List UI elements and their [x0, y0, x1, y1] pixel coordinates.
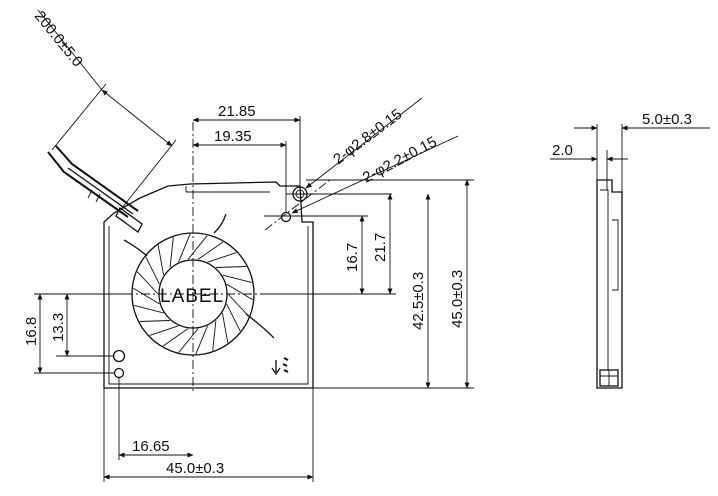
impeller-blade: [133, 304, 164, 314]
dim-21-7-text: 21.7: [372, 233, 389, 262]
impeller-blade: [149, 325, 179, 336]
housing-inner-outline: [108, 226, 309, 385]
side-view: 5.0±0.3 2.0: [550, 111, 710, 389]
dim-16-7: 16.7: [344, 215, 365, 295]
impeller-blade: [226, 303, 241, 332]
housing-top-edge: [185, 186, 270, 193]
dim-45-0-horizontal-text: 45.0±0.3: [166, 460, 224, 477]
front-view: LABEL 200.0±5.0: [23, 8, 474, 482]
mount-hole-left-upper: [112, 349, 126, 363]
side-inner: [600, 189, 609, 371]
dim-offset-text: 2.0: [552, 142, 573, 159]
cable-bundle: [47, 145, 143, 233]
impeller-blade: [187, 235, 208, 260]
impeller-blade: [178, 233, 191, 263]
dim-lead-length: 200.0±5.0: [31, 8, 177, 209]
impeller-blade: [215, 266, 247, 268]
impeller-blade: [162, 328, 189, 347]
dim-21-85-text: 21.85: [218, 103, 256, 120]
dim-13-3-text: 13.3: [50, 313, 67, 342]
mount-hole-small: [280, 211, 292, 223]
side-boss: [612, 219, 619, 291]
dim-42-5-text: 42.5±0.3: [410, 272, 427, 330]
dim-21-85: 21.85: [192, 103, 301, 186]
dim-45-0-vertical-text: 45.0±0.3: [449, 270, 466, 328]
airflow-arrow-icon: [271, 357, 289, 376]
dim-hole-small: 2-φ2.2±0.15: [291, 133, 459, 214]
impeller-blade: [139, 320, 171, 322]
dim-21-7: 21.7: [372, 193, 393, 295]
strut-top: [213, 213, 227, 234]
housing-outline: [103, 181, 314, 389]
dim-45-0-vertical: 45.0±0.3: [449, 179, 470, 389]
dim-16-7-text: 16.7: [344, 243, 361, 272]
impeller-blade: [178, 328, 199, 353]
impeller-blade: [133, 287, 160, 305]
impeller-blade: [195, 325, 208, 355]
dim-13-3: 13.3: [50, 293, 70, 357]
dim-42-5: 42.5±0.3: [410, 193, 431, 389]
impeller-blade: [221, 312, 229, 343]
dim-lead-length-text: 200.0±5.0: [31, 8, 86, 70]
impeller-blade: [207, 252, 237, 263]
impeller-blade: [145, 256, 160, 285]
dim-16-65: 16.65: [118, 438, 194, 458]
impeller-blade: [169, 237, 174, 268]
impeller-blade: [197, 241, 224, 260]
dim-19-35: 19.35: [192, 128, 287, 212]
impeller-blade: [136, 271, 159, 295]
dim-offset: 2.0: [550, 142, 628, 162]
label-text: LABEL: [160, 286, 224, 307]
strut-left: [123, 239, 148, 257]
hole-leader-dash: [264, 179, 331, 231]
mount-hole-left-lower: [113, 367, 125, 379]
dim-thickness: 5.0±0.3: [574, 111, 710, 131]
dim-16-8: 16.8: [23, 293, 43, 374]
dim-16-8-text: 16.8: [23, 317, 40, 346]
impeller-blade: [212, 320, 217, 351]
dim-19-35-text: 19.35: [214, 128, 252, 145]
strut-right: [245, 313, 275, 339]
dim-16-65-text: 16.65: [132, 438, 170, 455]
impeller-blade: [226, 283, 253, 301]
dim-thickness-text: 5.0±0.3: [642, 111, 692, 128]
impeller-blade: [157, 245, 165, 276]
impeller-blade: [222, 274, 253, 284]
dim-45-0-horizontal: 45.0±0.3: [103, 460, 314, 480]
impeller-blade: [227, 293, 250, 317]
impeller-blades: [133, 233, 253, 355]
